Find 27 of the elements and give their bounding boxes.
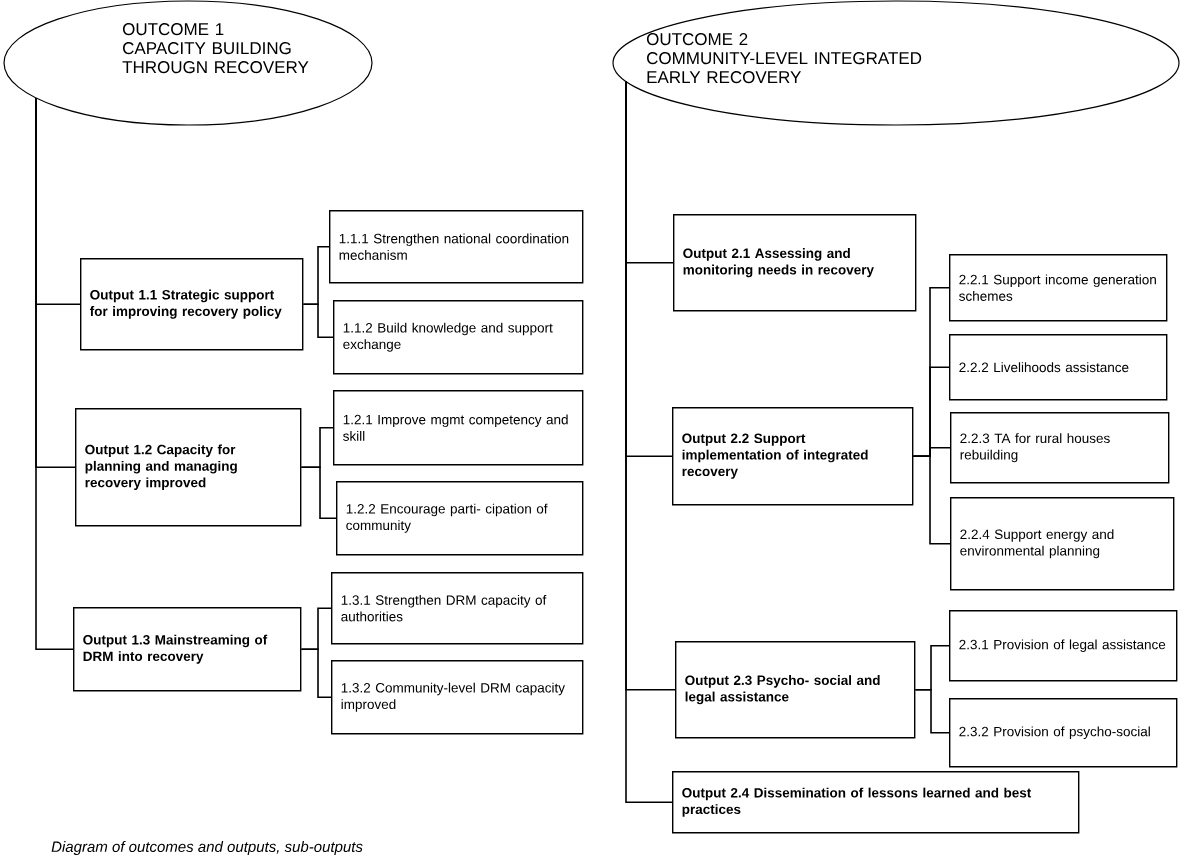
output-box: Output 2.1 Assessing and monitoring needs in recovery xyxy=(673,214,917,312)
connector-line xyxy=(625,80,673,803)
output-box: Output 2.3 Psycho- social and legal assistance xyxy=(675,641,916,739)
sub-output-box: 2.2.1 Support income generation schemes xyxy=(949,254,1168,322)
connector-line xyxy=(35,97,74,650)
connector-line xyxy=(914,688,950,734)
sub-output-box: 2.3.1 Provision of legal assistance xyxy=(949,609,1178,682)
output-box: Output 1.3 Mainstreaming of DRM into recovery xyxy=(73,606,302,692)
sub-output-box: 1.1.2 Build knowledge and support exchange xyxy=(333,300,584,375)
sub-output-box: 2.3.2 Provision of psycho-social xyxy=(949,698,1178,768)
sub-output-box: 2.2.2 Livelihoods assistance xyxy=(949,334,1168,401)
sub-output-box: 1.3.1 Strengthen DRM capacity of authorities xyxy=(331,572,584,645)
output-box: Output 1.1 Strategic support for improving recovery policy xyxy=(80,258,304,351)
sub-output-box: 1.3.2 Community-level DRM capacity improved xyxy=(331,660,584,735)
sub-output-box: 1.1.1 Strengthen national coordination mechanism xyxy=(329,210,584,284)
connector-line xyxy=(302,303,334,338)
connector-line xyxy=(300,466,337,519)
output-box: Output 1.2 Capacity for planning and managing recovery improved xyxy=(75,408,302,527)
sub-output-box: 2.2.3 TA for rural houses rebuilding xyxy=(950,412,1170,484)
connector-line xyxy=(300,648,332,698)
caption: Diagram of outcomes and outputs, sub-outputs xyxy=(51,841,363,855)
sub-output-box: 2.2.4 Support energy and environmental planning xyxy=(950,497,1175,591)
output-box: Output 2.2 Support implementation of integrated recovery xyxy=(672,407,914,506)
sub-output-box: 1.2.1 Improve mgmt competency and skill xyxy=(333,390,584,466)
output-box: Output 2.4 Dissemination of lessons learned and best practices xyxy=(672,770,1080,834)
sub-output-box: 1.2.2 Encourage parti- cipation of community xyxy=(336,481,584,556)
connector-line xyxy=(912,455,951,545)
